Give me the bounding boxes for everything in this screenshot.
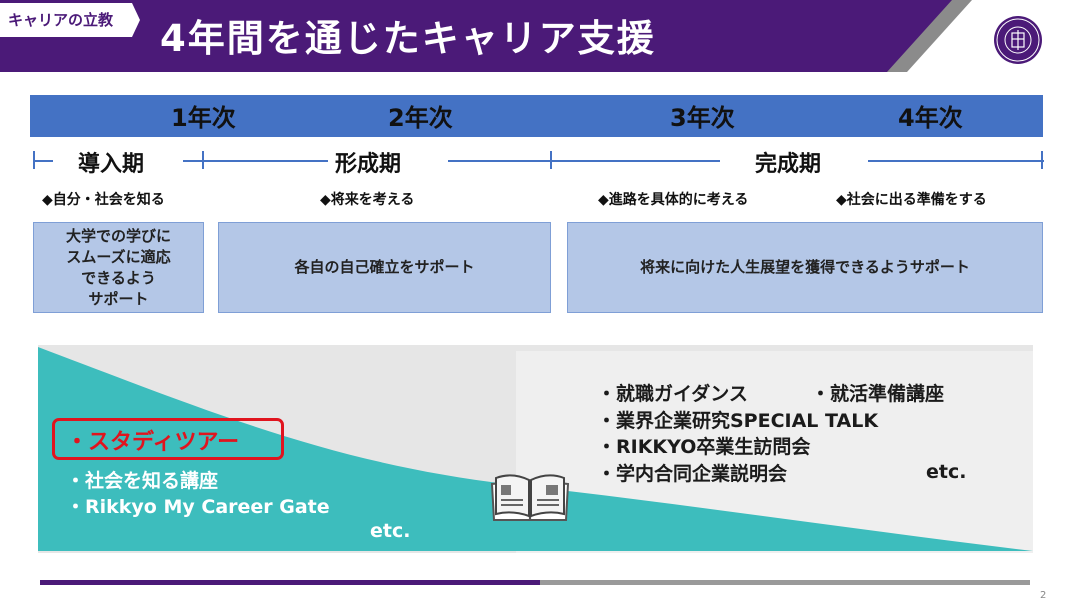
program-item: ・社会を知る講座 — [66, 470, 219, 492]
phase-line — [183, 160, 328, 162]
year-1-label: 1年次 — [171, 104, 236, 132]
footer-line-purple — [40, 580, 540, 585]
goal-think-future: ◆将来を考える — [320, 192, 415, 208]
phase-completion: 完成期 — [755, 152, 822, 177]
support-box-second-year: 各自の自己確立をサポート — [218, 222, 551, 313]
phase-formation: 形成期 — [335, 152, 402, 177]
study-tour-label: ・スタディツアー — [66, 430, 240, 455]
support-line: サポート — [88, 289, 149, 308]
year-2-label: 2年次 — [388, 104, 453, 132]
program-item: ・学内合同企業説明会 — [597, 463, 788, 485]
study-tour-highlight-box — [52, 418, 284, 460]
open-book-icon — [490, 474, 570, 521]
section-tag: キャリアの立教 — [8, 11, 114, 29]
goal-prepare-society: ◆社会に出る準備をする — [836, 192, 987, 208]
support-box-third-fourth-year: 将来に向けた人生展望を獲得できるようサポート — [567, 222, 1043, 313]
footer-line-gray — [540, 580, 1030, 585]
support-line: スムーズに適応 — [66, 247, 171, 266]
phase-line — [33, 160, 53, 162]
program-item: ・就職ガイダンス — [597, 383, 748, 405]
goal-know-self-society: ◆自分・社会を知る — [42, 192, 165, 208]
year-3-label: 3年次 — [670, 104, 735, 132]
program-item: ・就活準備講座 — [811, 383, 945, 405]
program-item: ・業界企業研究SPECIAL TALK — [597, 410, 879, 432]
page-title: 4年間を通じたキャリア支援 — [160, 17, 656, 60]
phase-tick — [202, 151, 204, 169]
support-box-first-year: 大学での学びに スムーズに適応 できるよう サポート — [33, 222, 204, 313]
support-line: 大学での学びに — [65, 226, 171, 245]
program-item: ・Rikkyo My Career Gate — [66, 496, 330, 518]
goal-career-path: ◆進路を具体的に考える — [598, 192, 749, 208]
university-seal-logo — [994, 16, 1042, 64]
phase-tick — [1041, 151, 1043, 169]
program-etc: etc. — [926, 461, 967, 483]
header-bar — [0, 0, 972, 72]
page-number: 2 — [1040, 590, 1047, 601]
year-timeline-bar — [30, 95, 1043, 137]
year-4-label: 4年次 — [898, 104, 963, 132]
phase-line — [868, 160, 1044, 162]
program-etc: etc. — [370, 520, 411, 542]
phase-line — [448, 160, 720, 162]
phase-tick — [550, 151, 552, 169]
support-line: できるよう — [81, 268, 156, 287]
program-item: ・RIKKYO卒業生訪問会 — [597, 436, 811, 458]
program-wave-illustration — [38, 345, 1033, 553]
phase-introduction: 導入期 — [78, 152, 145, 177]
